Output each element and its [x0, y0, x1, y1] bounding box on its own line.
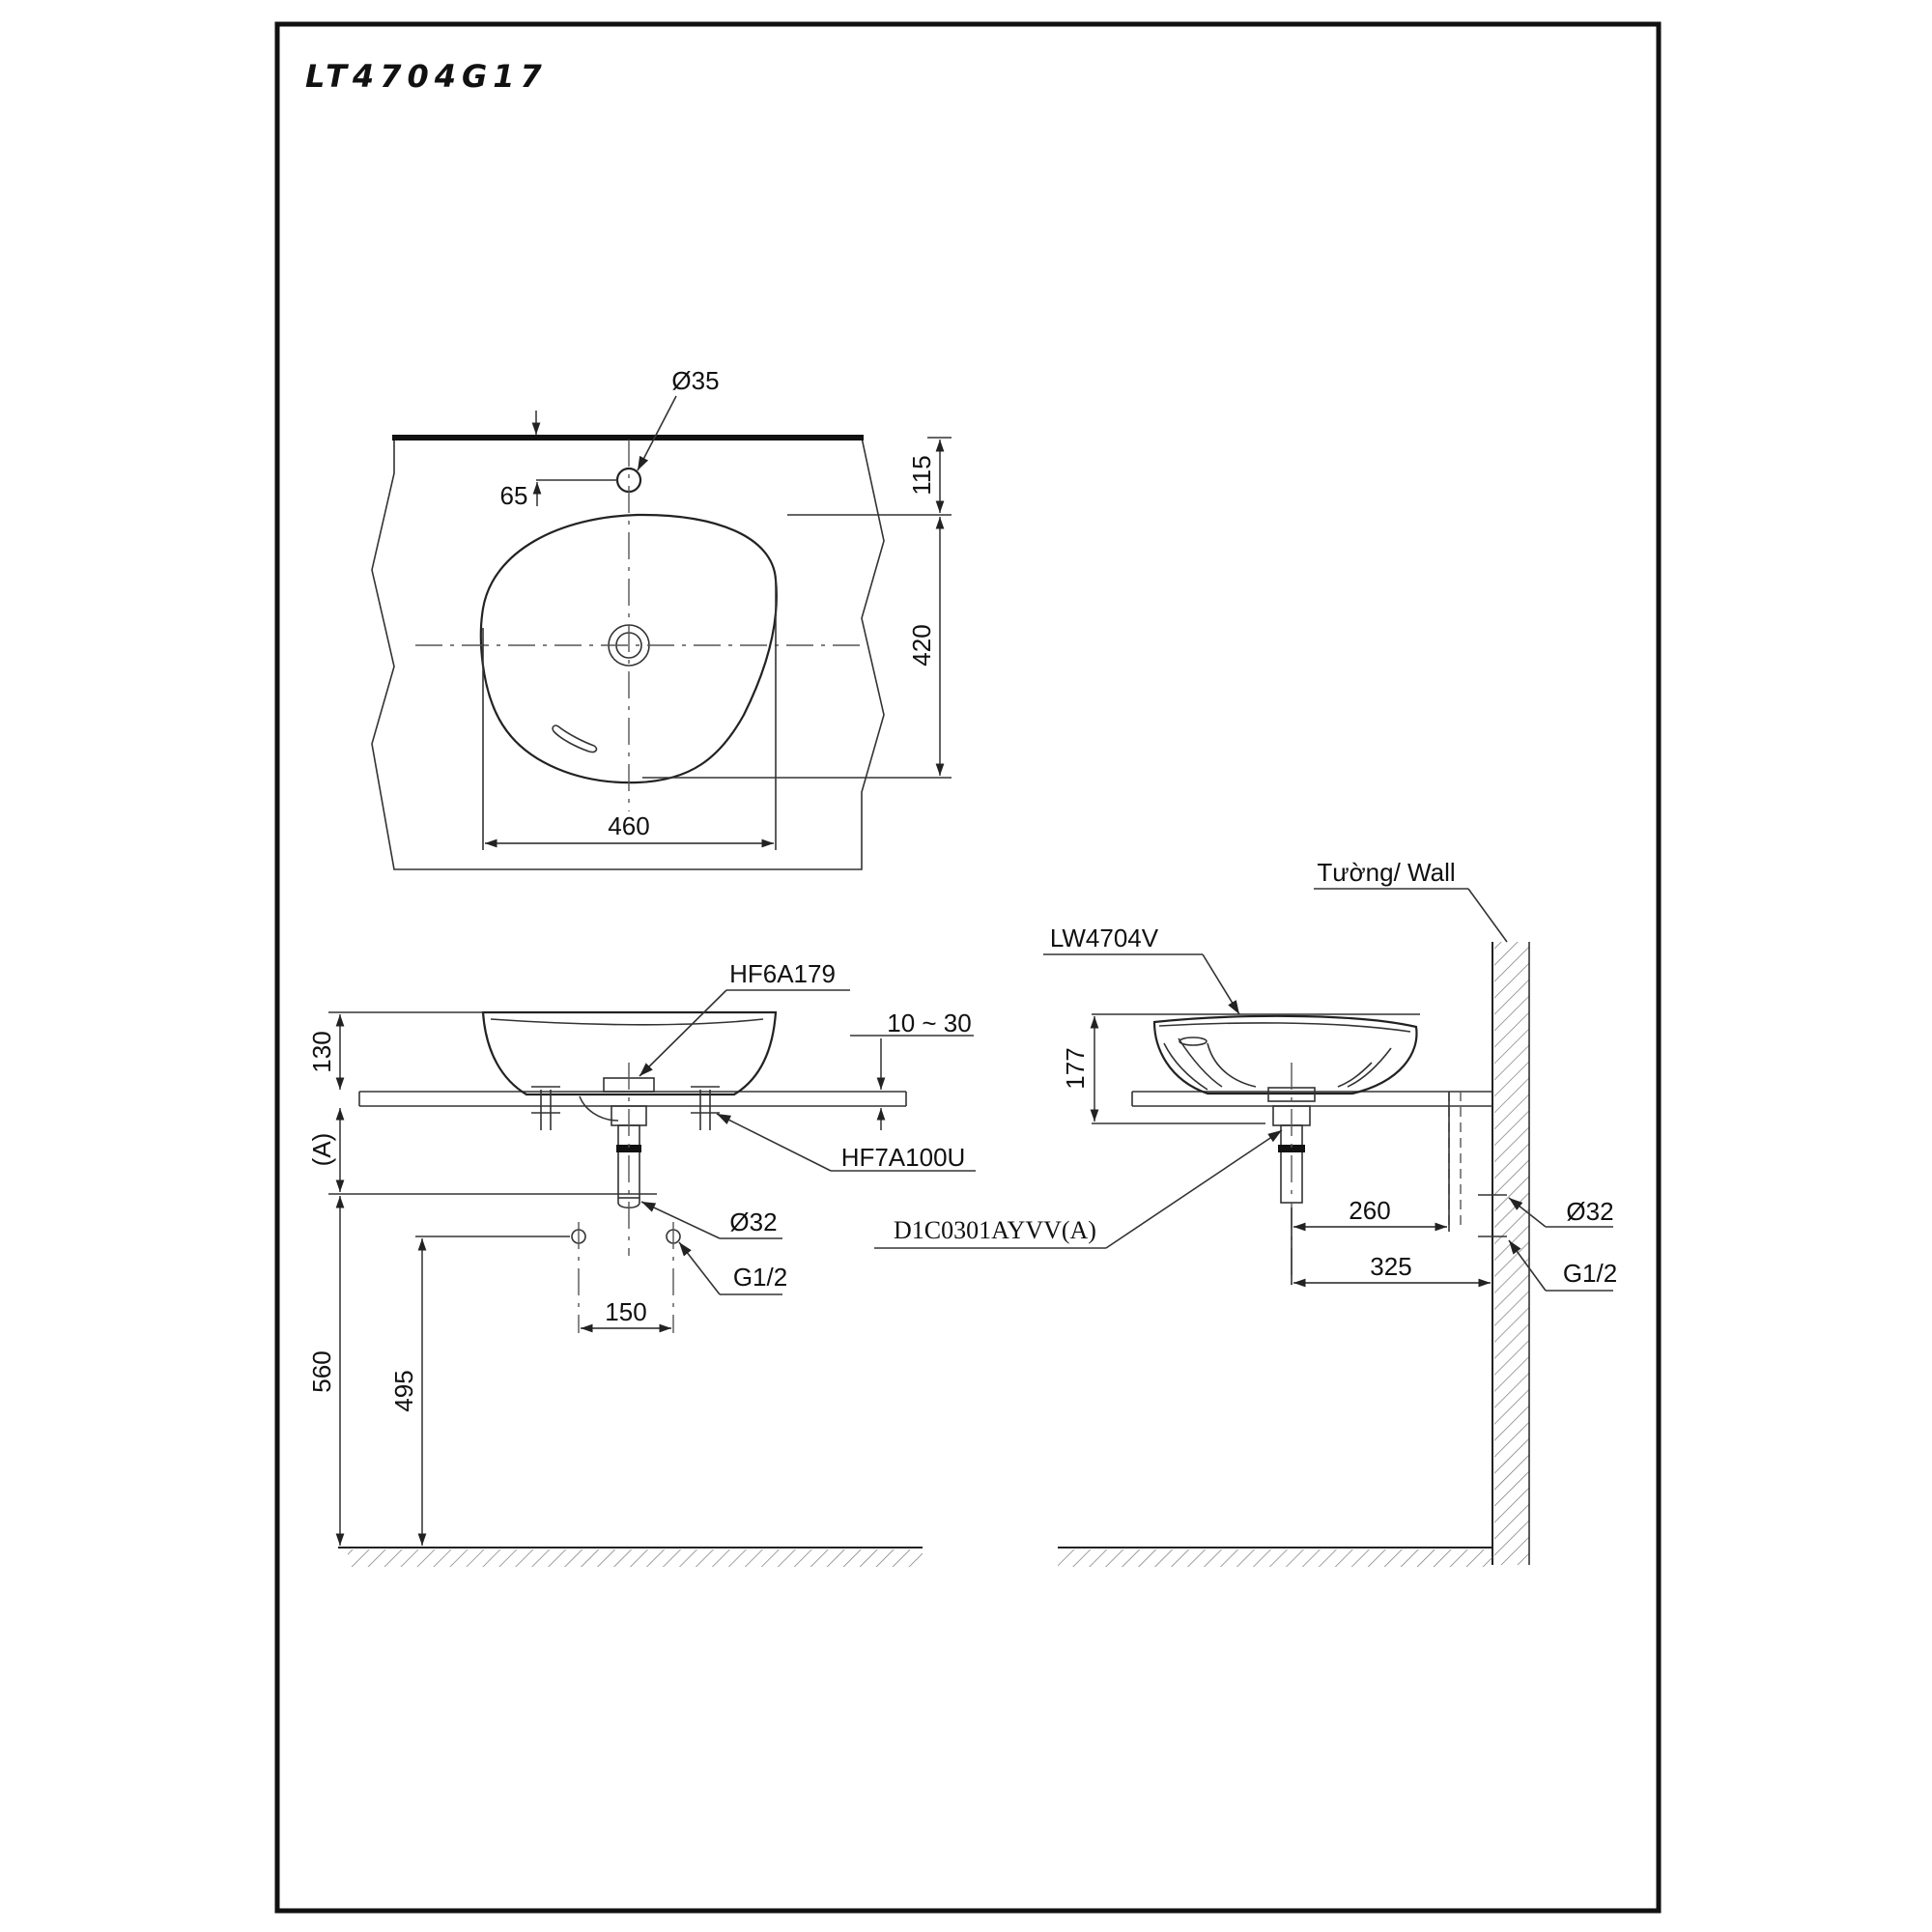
plan-bowl-outline — [479, 513, 778, 784]
plan-counter-outline — [371, 437, 885, 870]
front-dim-a: (A) — [307, 1133, 336, 1167]
side-dim-260: 260 — [1349, 1196, 1390, 1225]
drawing-frame — [274, 21, 1662, 1914]
side-drain-nut — [1278, 1145, 1305, 1152]
side-label-waste-dia: Ø32 — [1566, 1197, 1613, 1226]
front-bolt-left — [531, 1086, 560, 1130]
plan-dim-460: 460 — [608, 811, 649, 840]
plan-overflow-slot — [552, 724, 598, 753]
front-bolt-right — [691, 1086, 720, 1130]
side-dim-177: 177 — [1061, 1047, 1090, 1089]
front-label-hf6a179: HF6A179 — [729, 959, 836, 988]
plan-dim-65: 65 — [500, 481, 528, 510]
plan-dim-115: 115 — [907, 455, 936, 495]
side-dim-325: 325 — [1370, 1252, 1411, 1281]
front-label-hf7a100u: HF7A100U — [841, 1143, 966, 1172]
front-dim-130: 130 — [307, 1031, 336, 1072]
front-bowl — [481, 1010, 778, 1096]
front-label-waste-dia: Ø32 — [729, 1208, 777, 1236]
side-label-basin: LW4704V — [1050, 923, 1159, 952]
plan-view: 115 420 460 65 Ø35 — [371, 366, 952, 870]
side-label-trap: D1C0301AYVV(A) — [894, 1216, 1096, 1244]
model-title: LT4704G17 — [305, 58, 548, 95]
side-wall-hatch — [1494, 942, 1529, 1565]
side-label-supply: G1/2 — [1563, 1259, 1617, 1288]
side-view: 177 260 325 Tường/ Wall LW4704V D1C0301A… — [874, 858, 1617, 1567]
plan-faucet-dia: Ø35 — [671, 366, 719, 395]
front-dim-495: 495 — [389, 1370, 418, 1411]
front-dim-560: 560 — [307, 1350, 336, 1392]
plan-dim-420: 420 — [907, 624, 936, 666]
front-label-supply: G1/2 — [733, 1263, 787, 1292]
front-view: 130 (A) 560 495 150 10 ~ 30 HF6A179 HF7A… — [307, 959, 976, 1567]
front-dim-150: 150 — [605, 1297, 646, 1326]
front-drain-nut — [616, 1145, 641, 1152]
side-bowl — [1152, 1014, 1418, 1095]
front-dim-counter: 10 ~ 30 — [887, 1009, 971, 1037]
side-label-wall: Tường/ Wall — [1317, 858, 1455, 887]
